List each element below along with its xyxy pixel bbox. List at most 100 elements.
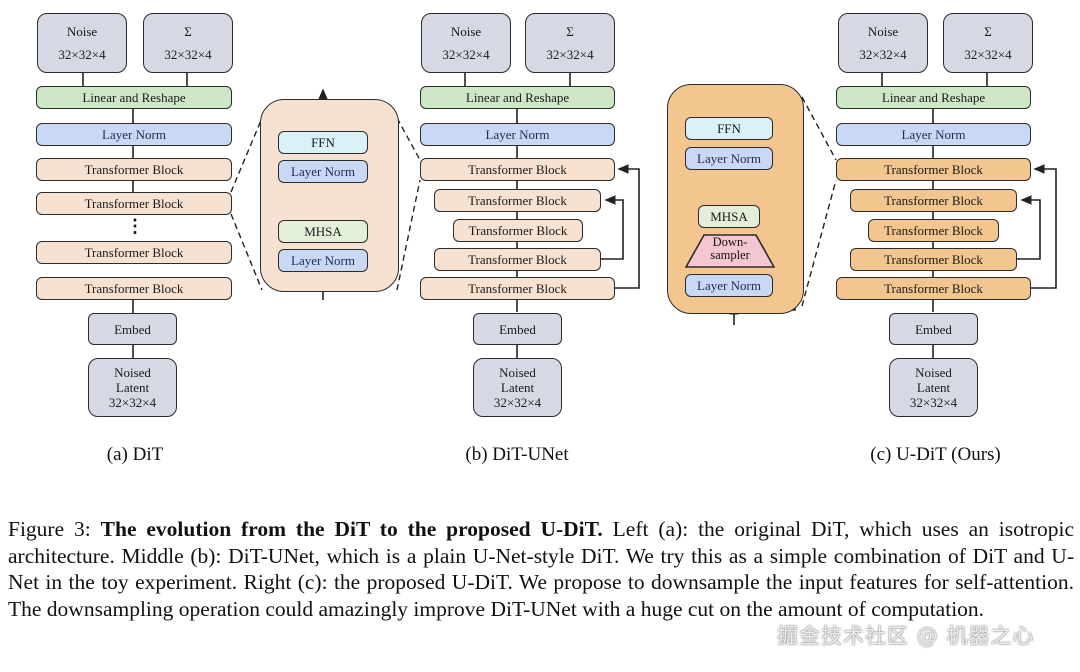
embed-block: Embed — [88, 313, 177, 345]
sigma-dims: 32×32×4 — [964, 47, 1012, 62]
transformer-block: Transformer Block — [36, 277, 232, 300]
embed-block: Embed — [473, 313, 562, 345]
mhsa-label: MHSA — [710, 209, 748, 224]
transformer-block: Transformer Block — [434, 189, 601, 212]
embed-block: Embed — [889, 313, 978, 345]
sigma-output-box: Σ 32×32×4 — [525, 13, 615, 73]
sigma-label: Σ — [566, 24, 574, 39]
transformer-block-label: Transformer Block — [84, 196, 184, 211]
layer-norm-block: Layer Norm — [685, 274, 773, 297]
layer-norm-block: Layer Norm — [685, 147, 773, 170]
transformer-block-label: Transformer Block — [468, 162, 567, 177]
transformer-block-label: Transformer Block — [884, 162, 983, 177]
transformer-block: Transformer Block — [868, 219, 999, 242]
subcaption-b: (b) DiT-UNet — [465, 444, 569, 465]
layer-norm-label: Layer Norm — [697, 278, 761, 293]
noised-latent-box: Noised Latent 32×32×4 — [889, 358, 978, 417]
figure-caption: Figure 3: The evolution from the DiT to … — [8, 516, 1074, 622]
sigma-label: Σ — [984, 24, 992, 39]
embed-label: Embed — [499, 321, 536, 337]
layer-norm-block: Layer Norm — [278, 160, 368, 183]
transformer-block-label: Transformer Block — [84, 281, 184, 296]
watermark: 掘金技术社区 @ 机器之心 — [777, 624, 1035, 648]
transformer-block: Transformer Block — [36, 241, 232, 264]
embed-label: Embed — [915, 321, 952, 337]
layer-norm-block: Layer Norm — [36, 123, 232, 146]
transformer-block-label: Transformer Block — [84, 245, 184, 260]
transformer-block: Transformer Block — [453, 219, 583, 242]
sigma-output-box: Σ 32×32×4 — [943, 13, 1033, 73]
noised-latent-line1: Noised — [114, 365, 151, 380]
transformer-block: Transformer Block — [420, 158, 615, 181]
sigma-dims: 32×32×4 — [164, 47, 212, 62]
downsampler-label: Down- sampler — [685, 236, 775, 262]
transformer-block: Transformer Block — [850, 248, 1017, 271]
noised-latent-box: Noised Latent 32×32×4 — [88, 358, 177, 417]
noised-latent-dims: 32×32×4 — [108, 395, 157, 410]
linear-reshape-block: Linear and Reshape — [836, 86, 1031, 109]
noise-dims: 32×32×4 — [58, 47, 106, 62]
layer-norm-label: Layer Norm — [901, 127, 966, 142]
noise-dims: 32×32×4 — [442, 47, 490, 62]
linear-reshape-block: Linear and Reshape — [36, 86, 232, 109]
linear-reshape-label: Linear and Reshape — [465, 90, 570, 105]
transformer-block-label: Transformer Block — [468, 223, 568, 238]
layer-norm-label: Layer Norm — [291, 253, 355, 268]
caption-body: Left (a): the original DiT, which uses a… — [8, 517, 1075, 621]
noise-output-box: Noise 32×32×4 — [838, 13, 928, 73]
linear-reshape-label: Linear and Reshape — [82, 90, 186, 105]
linear-reshape-block: Linear and Reshape — [420, 86, 615, 109]
layer-norm-block: Layer Norm — [420, 123, 615, 146]
transformer-block: Transformer Block — [36, 158, 232, 181]
noise-label: Noise — [450, 24, 482, 39]
sigma-output-box: Σ 32×32×4 — [143, 13, 233, 73]
sigma-dims: 32×32×4 — [546, 47, 594, 62]
transformer-block: Transformer Block — [836, 158, 1031, 181]
ffn-block: FFN — [278, 131, 368, 154]
ellipsis-vertical: ⋮ — [126, 216, 144, 236]
figure-number: Figure 3: — [8, 517, 91, 541]
transformer-block: Transformer Block — [850, 189, 1017, 212]
noised-latent-line2: Latent — [500, 380, 535, 395]
sigma-label: Σ — [184, 24, 192, 39]
transformer-block-label: Transformer Block — [468, 193, 567, 208]
transformer-block-label: Transformer Block — [468, 252, 567, 267]
transformer-block: Transformer Block — [36, 192, 232, 215]
noised-latent-line2: Latent — [115, 380, 150, 395]
layer-norm-block: Layer Norm — [836, 123, 1031, 146]
noise-dims: 32×32×4 — [859, 47, 907, 62]
layer-norm-label: Layer Norm — [697, 151, 761, 166]
mhsa-block: MHSA — [698, 205, 760, 228]
noised-latent-box: Noised Latent 32×32×4 — [473, 358, 562, 417]
noised-latent-line1: Noised — [915, 365, 952, 380]
downsampler-trapezoid — [685, 234, 775, 268]
transformer-block-label: Transformer Block — [468, 281, 567, 296]
noised-latent-dims: 32×32×4 — [493, 395, 542, 410]
noise-label: Noise — [867, 24, 899, 39]
ffn-label: FFN — [311, 135, 335, 150]
transformer-block-label: Transformer Block — [84, 162, 184, 177]
embed-label: Embed — [114, 321, 151, 337]
transformer-block: Transformer Block — [434, 248, 601, 271]
noise-label: Noise — [66, 24, 98, 39]
mhsa-block: MHSA — [278, 220, 368, 243]
transformer-block: Transformer Block — [420, 277, 615, 300]
layer-norm-label: Layer Norm — [485, 127, 550, 142]
ffn-label: FFN — [717, 121, 741, 136]
ffn-block: FFN — [685, 117, 773, 140]
layer-norm-label: Layer Norm — [291, 164, 355, 179]
noise-output-box: Noise 32×32×4 — [37, 13, 127, 73]
transformer-block-label: Transformer Block — [884, 223, 983, 238]
transformer-block-label: Transformer Block — [884, 281, 983, 296]
layer-norm-label: Layer Norm — [102, 127, 166, 142]
caption-title: The evolution from the DiT to the propos… — [100, 517, 603, 541]
noised-latent-dims: 32×32×4 — [909, 395, 958, 410]
linear-reshape-label: Linear and Reshape — [881, 90, 986, 105]
downsampler-line1: Down- — [712, 235, 748, 249]
transformer-block-label: Transformer Block — [884, 252, 983, 267]
transformer-block: Transformer Block — [836, 277, 1031, 300]
subcaption-c: (c) U-DiT (Ours) — [870, 444, 1001, 465]
layer-norm-block: Layer Norm — [278, 249, 368, 272]
noise-output-box: Noise 32×32×4 — [421, 13, 511, 73]
transformer-block-label: Transformer Block — [884, 193, 983, 208]
